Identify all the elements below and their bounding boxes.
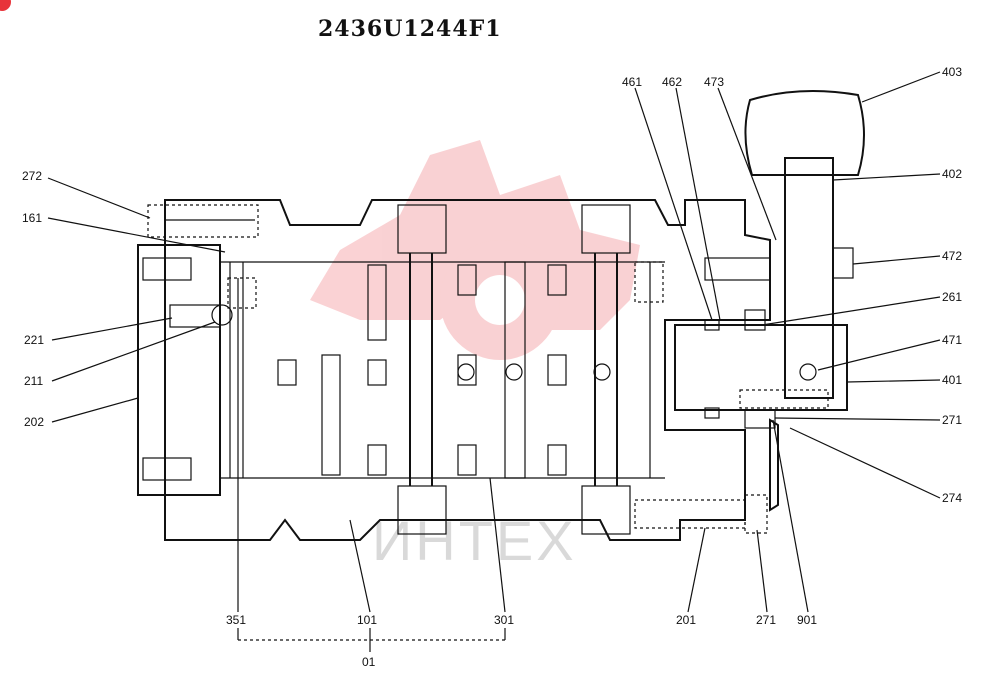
watermark-text: ИНТЕХ — [372, 509, 577, 572]
spool-301 — [277, 204, 631, 535]
leader-lines — [47, 71, 941, 652]
bolt-472 — [704, 257, 771, 281]
plate-901 — [769, 418, 779, 512]
label-201: 201 — [676, 613, 696, 627]
label-274: 274 — [942, 491, 962, 505]
corner-marker — [0, 0, 11, 11]
label-461: 461 — [622, 75, 642, 89]
knob-403 — [744, 90, 865, 176]
label-01: 01 — [362, 655, 376, 669]
label-272: 272 — [22, 169, 42, 183]
bolt-272 — [147, 204, 259, 238]
watermark-logo — [310, 140, 640, 360]
valve-body-101 — [164, 199, 771, 541]
part-labels: 272 161 221 211 202 461 462 473 403 402 … — [22, 65, 962, 669]
label-101: 101 — [357, 613, 377, 627]
label-211: 211 — [24, 374, 43, 388]
plug-221 — [169, 304, 233, 328]
label-472: 472 — [942, 249, 962, 263]
drawing-number: 2436U1244F1 — [318, 16, 502, 42]
label-403: 403 — [942, 65, 962, 79]
label-402: 402 — [942, 167, 962, 181]
label-473: 473 — [704, 75, 724, 89]
label-161: 161 — [22, 211, 42, 225]
label-301: 301 — [494, 613, 514, 627]
label-351: 351 — [226, 613, 246, 627]
label-221: 221 — [24, 333, 44, 347]
lever-402 — [784, 157, 854, 399]
label-271-bottom: 271 — [756, 613, 776, 627]
cap-201 — [634, 261, 768, 534]
cover-202 — [137, 244, 221, 496]
label-261: 261 — [942, 290, 962, 304]
label-401: 401 — [942, 373, 962, 387]
label-462: 462 — [662, 75, 682, 89]
label-202: 202 — [24, 415, 44, 429]
seal-351 — [227, 277, 257, 309]
label-471: 471 — [942, 333, 962, 347]
label-901: 901 — [797, 613, 817, 627]
label-271-right: 271 — [942, 413, 962, 427]
